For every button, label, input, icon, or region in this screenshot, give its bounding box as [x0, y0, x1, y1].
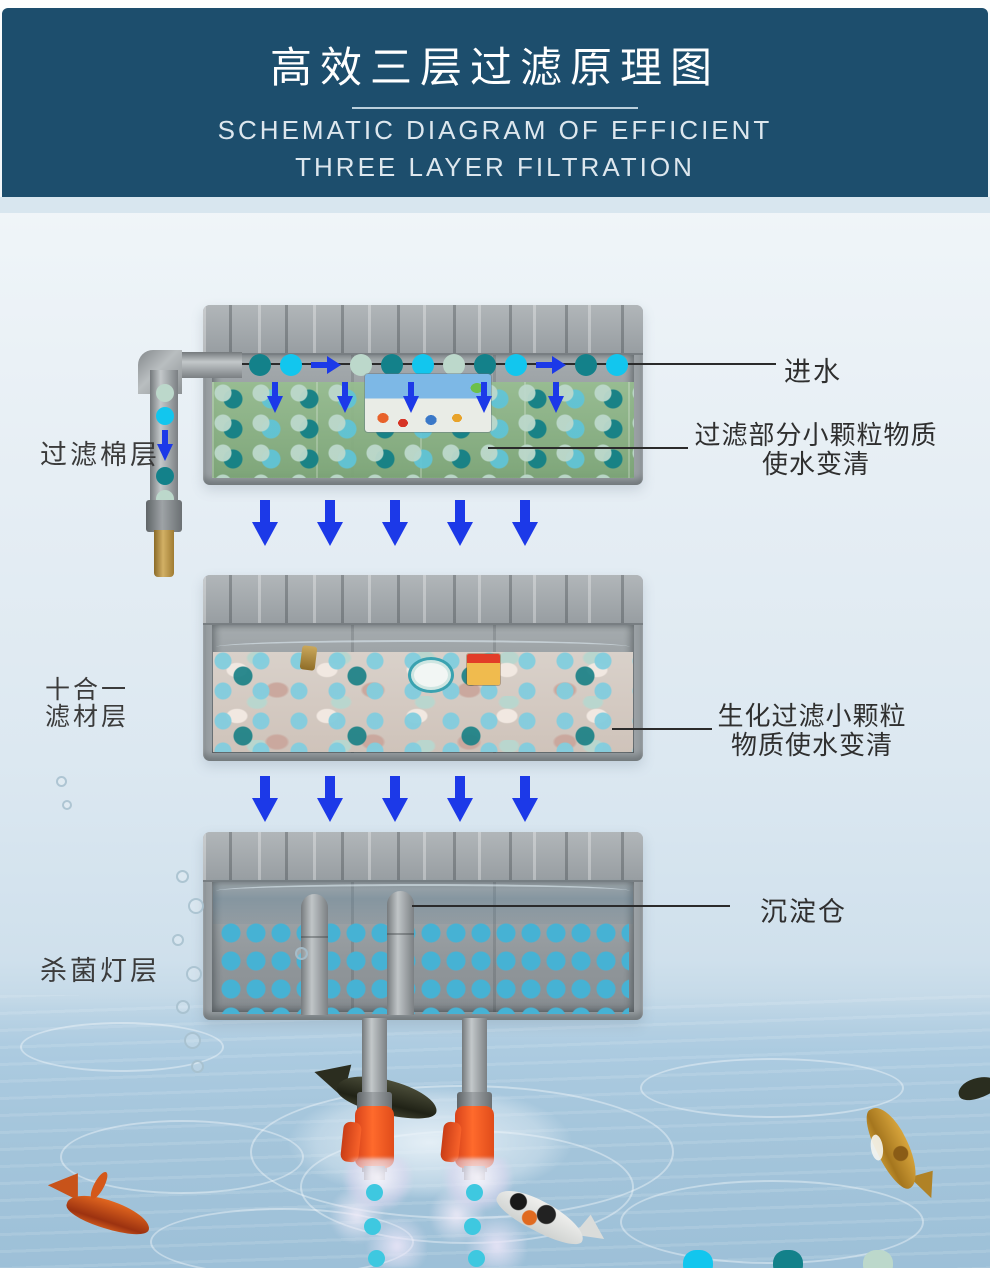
bubble [56, 776, 67, 787]
water-dot [249, 354, 271, 376]
big-down-arrow-icon [512, 500, 538, 546]
water-dot [280, 354, 302, 376]
small-down-arrow-icon [548, 382, 564, 414]
product-sticker [365, 374, 491, 432]
water-dot [412, 354, 434, 376]
bubble [191, 1060, 204, 1073]
valve-orange [455, 1106, 494, 1168]
layer2-label-line2: 滤材层 [44, 703, 129, 731]
small-down-arrow-icon [337, 382, 353, 414]
cotton-annotation-line1: 过滤部分小颗粒物质 [694, 420, 938, 450]
fish-body [63, 1188, 154, 1242]
flow-right-arrow-icon [536, 356, 566, 374]
header-bottom-strip [0, 197, 990, 213]
crate-rim [203, 305, 643, 355]
valve-orange [355, 1106, 394, 1168]
big-down-arrow-icon [252, 500, 278, 546]
outlet-pipe [362, 1018, 387, 1098]
big-down-arrow-icon [512, 776, 538, 822]
outlet-pipe [462, 1018, 487, 1098]
splash-dot [364, 1218, 381, 1235]
media-box [467, 654, 500, 685]
water-dot [474, 354, 496, 376]
splash-dot [466, 1184, 483, 1201]
water-dot [505, 354, 527, 376]
media-ornament [299, 645, 318, 671]
leader-line-bio [612, 728, 712, 730]
big-down-arrow-icon [382, 776, 408, 822]
title-divider [352, 107, 638, 109]
splash-dot [464, 1218, 481, 1235]
ripple-arc [640, 1058, 904, 1118]
ripple-arc [620, 1180, 924, 1264]
water-dot [156, 384, 174, 402]
bubble [176, 1000, 190, 1014]
water-dot [443, 354, 465, 376]
brass-fitting [154, 530, 174, 577]
big-down-arrow-icon [317, 500, 343, 546]
fish-fin [87, 1169, 111, 1202]
bio-annotation-line1: 生化过滤小颗粒 [717, 701, 907, 731]
bio-annotation-line2: 物质使水变清 [730, 730, 893, 760]
fish-body [491, 1181, 591, 1253]
big-down-arrow-icon [252, 776, 278, 822]
water-dot [381, 354, 403, 376]
water-dot [773, 1250, 803, 1268]
big-down-arrow-icon [317, 776, 343, 822]
small-down-arrow-icon [476, 382, 492, 414]
layer2-label-line1: 十合一 [44, 676, 129, 704]
water-dot [350, 354, 372, 376]
sediment-annotation: 沉淀仓 [760, 897, 847, 927]
water-dot [683, 1250, 713, 1268]
bubble [188, 898, 204, 914]
small-down-arrow-icon [403, 382, 419, 414]
bubble [184, 1032, 201, 1049]
water-dot [575, 354, 597, 376]
big-down-arrow-icon [382, 500, 408, 546]
header-banner: 高效三层过滤原理图 SCHEMATIC DIAGRAM OF EFFICIENT… [2, 8, 988, 197]
splash-dot [366, 1184, 383, 1201]
water-dot [606, 354, 628, 376]
flow-right-arrow-icon [311, 356, 341, 374]
bubble [62, 800, 72, 810]
small-down-arrow-icon [267, 382, 283, 414]
page-title: 高效三层过滤原理图 [269, 44, 720, 91]
small-down-arrow-icon [157, 430, 173, 462]
cotton-annotation-line2: 使水变清 [761, 449, 870, 479]
bubble [172, 934, 184, 946]
bio-annotation: 生化过滤小颗粒 物质使水变清 [692, 702, 932, 760]
waterline [216, 884, 630, 898]
crate-rim [203, 832, 643, 882]
layer1-label: 过滤棉层 [40, 440, 160, 470]
outlet-elbow-pipe-right [387, 891, 414, 1015]
leader-line-cotton [488, 447, 688, 449]
splash-dot [368, 1250, 385, 1267]
splash-dot [468, 1250, 485, 1267]
bubble [186, 966, 202, 982]
waterline [216, 640, 630, 654]
pipe-coupling [146, 500, 182, 532]
big-down-arrow-icon [447, 500, 473, 546]
media-badge [408, 657, 454, 693]
cotton-annotation: 过滤部分小颗粒物质 使水变清 [690, 421, 942, 479]
subtitle-line1: SCHEMATIC DIAGRAM OF EFFICIENT [217, 115, 773, 145]
bubble [295, 947, 308, 960]
bubble-splash [330, 1158, 426, 1268]
inlet-water-dot-row [218, 353, 628, 377]
subtitle-line2: THREE LAYER FILTRATION [295, 152, 695, 182]
water-dot [156, 467, 174, 485]
layer2-label: 十合一 滤材层 [31, 677, 143, 731]
leader-line-sediment [412, 905, 730, 907]
bubble [176, 870, 189, 883]
layer3-label: 杀菌灯层 [40, 956, 160, 986]
inlet-annotation: 进水 [784, 357, 842, 387]
water-dot [863, 1250, 893, 1268]
ripple-arc [20, 1022, 224, 1072]
water-dot [156, 407, 174, 425]
pipe-flow-dots [153, 384, 177, 508]
sediment-dot-grid [219, 920, 629, 1014]
crate-rim [203, 575, 643, 625]
big-down-arrow-icon [447, 776, 473, 822]
